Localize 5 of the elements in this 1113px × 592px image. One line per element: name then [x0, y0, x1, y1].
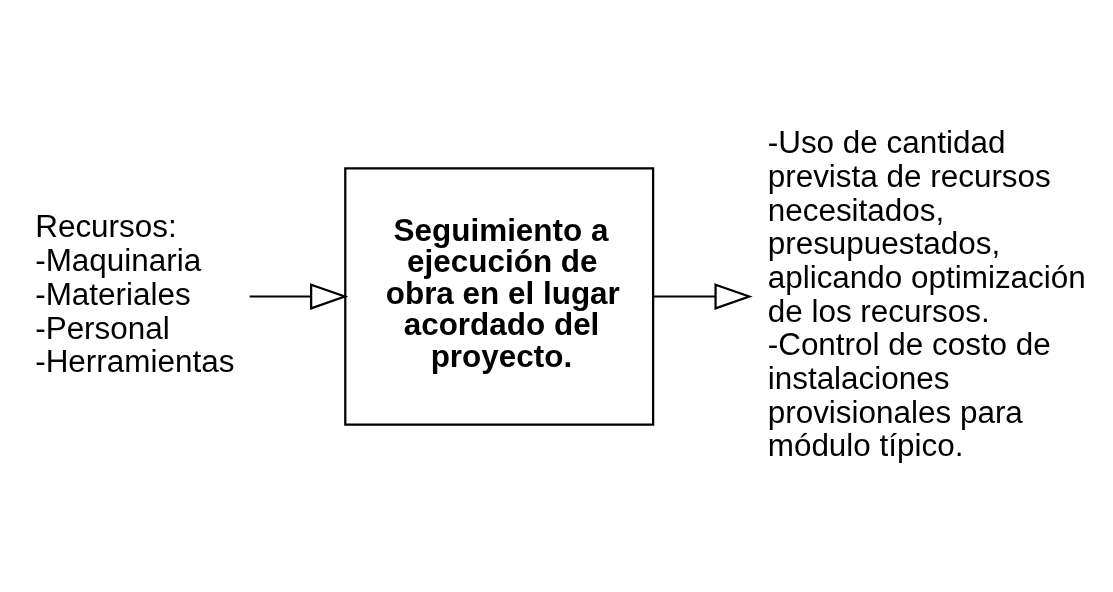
node-text: -Uso de cantidad prevista de recursos necesitados, presupuestados, aplicando optimización de los recursos. -Control de costo de instalaciones provisionales para módulo típico. — [767, 124, 1086, 463]
arrow — [249, 282, 349, 310]
node-box: Seguimiento a ejecución de obra en el lugar acordado del proyecto. — [344, 166, 655, 426]
arrow — [653, 282, 753, 310]
node-text: Recursos: -Maquinaria -Materiales -Personal -Herramientas — [35, 208, 235, 379]
